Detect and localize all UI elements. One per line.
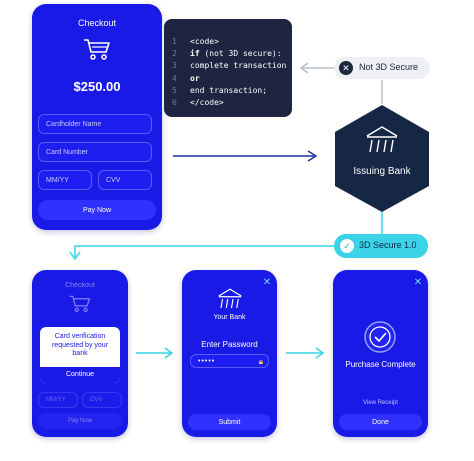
faded-cvv-field: CVV: [82, 392, 122, 408]
enter-password-prompt: Enter Password: [201, 340, 258, 349]
your-bank-title: Your Bank: [213, 314, 246, 321]
code-line-number: 3: [172, 61, 177, 71]
verification-message: Card verification requested by your bank: [51, 333, 109, 357]
issuing-bank-label: Issuing Bank: [353, 166, 411, 177]
purchase-complete-title: Purchase Complete: [345, 360, 416, 369]
3d-secure-pill: ✓ 3D Secure 1.0: [334, 234, 428, 258]
check-circle-icon: ✓: [340, 239, 354, 253]
expiry-input[interactable]: MM/YY: [38, 170, 92, 190]
card-number-input[interactable]: Card Number: [38, 142, 152, 162]
faded-expiry-field: MM/YY: [38, 392, 78, 408]
close-icon[interactable]: ✕: [413, 277, 423, 288]
arrowhead-verification-to-bank: [164, 347, 174, 359]
faded-cart-icon: [69, 295, 91, 313]
code-line: 3 complete transaction: [172, 60, 292, 72]
close-icon[interactable]: ✕: [262, 277, 272, 288]
bank-password-phone: ✕ Your Bank Enter Password ••••• 🔒︎ Subm…: [182, 270, 277, 437]
checkout-amount: $250.00: [73, 79, 121, 94]
checkout-phone: Checkout $250.00 Cardholder Name Card Nu…: [32, 4, 162, 230]
code-line: 1 <code>: [172, 36, 292, 48]
arrowhead-checkout-to-bank: [307, 150, 318, 162]
arrowhead-bank-to-complete: [315, 347, 325, 359]
verification-phone: Checkout MM/YY CVV Pay Now Card verifica…: [32, 270, 128, 437]
code-line-text: <code>: [190, 37, 219, 46]
3d-secure-label: 3D Secure 1.0: [359, 240, 417, 250]
verification-popup: Card verification requested by your bank…: [40, 327, 120, 383]
code-line: 5 end transaction;: [172, 85, 292, 97]
bank-building-icon: [218, 288, 242, 309]
issuing-bank-hexagon: [335, 105, 429, 212]
code-line-text: complete transaction: [190, 61, 287, 71]
code-line: 2 if (not 3D secure):: [172, 48, 292, 60]
lock-icon: 🔒︎: [258, 357, 264, 366]
arrow-3ds-to-verification: [74, 245, 336, 258]
code-line-number: 2: [172, 49, 177, 59]
checkmark-badge-icon: [364, 321, 396, 353]
bank-building-icon: [366, 126, 398, 153]
code-line-number: 6: [172, 97, 177, 107]
arrowhead-3ds-to-verification: [69, 251, 81, 261]
cardholder-input[interactable]: Cardholder Name: [38, 114, 152, 134]
code-line: 4 or: [172, 73, 292, 85]
x-circle-icon: ✕: [339, 61, 353, 75]
code-block: 1 <code> 2 if (not 3D secure): 3 complete t…: [164, 19, 292, 117]
not-3d-secure-pill: ✕ Not 3D Secure: [334, 57, 430, 79]
view-receipt-link[interactable]: View Receipt: [363, 400, 398, 406]
code-line-number: 1: [172, 37, 177, 46]
code-line: 6 </code>: [172, 97, 292, 109]
not-3d-secure-label: Not 3D Secure: [359, 62, 419, 72]
code-line-text: if (not 3D secure):: [190, 49, 282, 59]
code-line-number: 5: [172, 85, 177, 95]
cvv-input[interactable]: CVV: [98, 170, 152, 190]
faded-pay-button: Pay Now: [38, 413, 122, 429]
arrowhead-not3ds-to-code: [299, 62, 309, 74]
submit-button[interactable]: Submit: [188, 414, 271, 430]
code-line-text: or: [190, 73, 200, 83]
code-line-text: </code>: [190, 97, 224, 107]
continue-button[interactable]: Continue: [40, 367, 120, 383]
password-input[interactable]: ••••• 🔒︎: [190, 354, 269, 368]
checkout-title: Checkout: [77, 18, 117, 28]
code-line-text: end transaction;: [190, 85, 268, 95]
faded-checkout-title: Checkout: [65, 282, 95, 289]
done-button[interactable]: Done: [339, 414, 422, 430]
hexagon-shape: [335, 105, 429, 212]
purchase-complete-phone: ✕ Purchase Complete View Receipt Done: [333, 270, 428, 437]
password-mask: •••••: [198, 357, 216, 365]
cart-icon: [84, 39, 110, 60]
pay-now-button[interactable]: Pay Now: [38, 200, 156, 220]
code-line-number: 4: [172, 73, 177, 83]
